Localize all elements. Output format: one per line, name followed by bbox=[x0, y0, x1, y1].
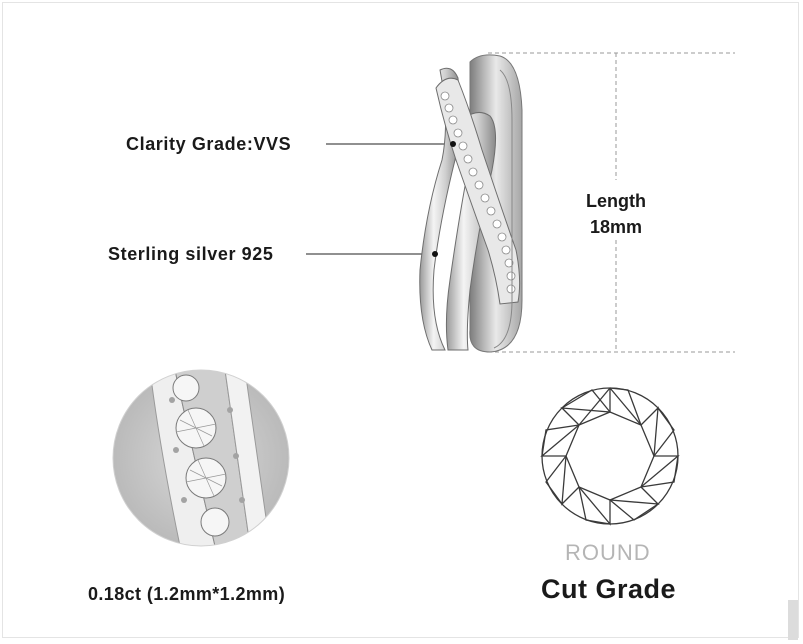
carat-label: 0.18ct (1.2mm*1.2mm) bbox=[88, 584, 286, 604]
round-cut-diagram bbox=[540, 387, 680, 526]
pointer-lines bbox=[306, 143, 452, 255]
scrollbar-fragment bbox=[788, 600, 798, 640]
length-label: Length 18mm bbox=[584, 188, 648, 240]
earring-side-view bbox=[419, 54, 523, 353]
shape-label: ROUND bbox=[565, 540, 651, 565]
length-title: Length bbox=[586, 191, 646, 211]
length-value: 18mm bbox=[589, 217, 643, 237]
pave-stones bbox=[440, 91, 516, 294]
material-label: Sterling silver 925 bbox=[108, 244, 274, 264]
clarity-grade-label: Clarity Grade:VVS bbox=[126, 134, 292, 154]
zoom-detail bbox=[112, 369, 290, 547]
cut-grade-label: Cut Grade bbox=[541, 574, 677, 604]
length-dimension bbox=[488, 52, 735, 353]
